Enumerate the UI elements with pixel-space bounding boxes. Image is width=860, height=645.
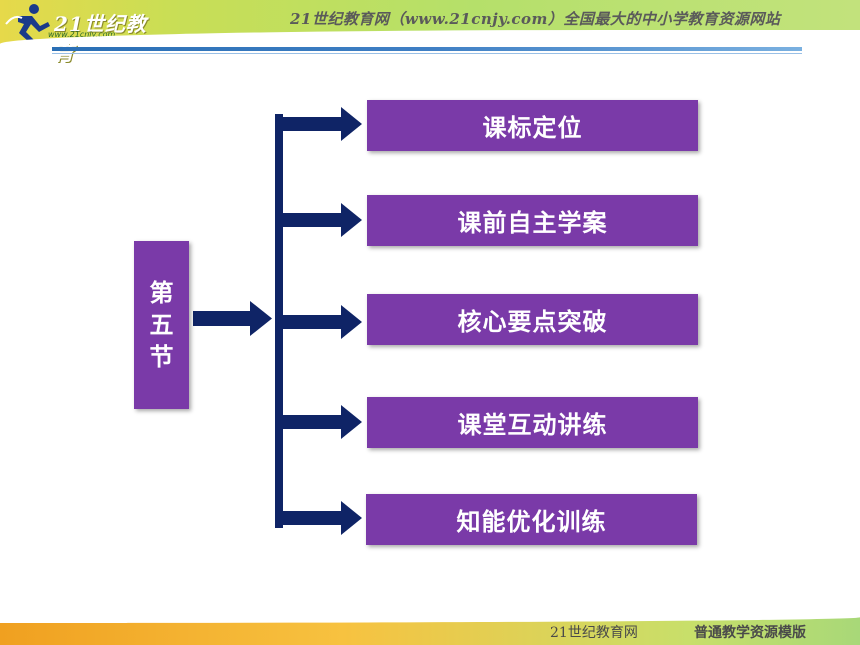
logo-url: www.21cnjy.com [48,30,116,39]
footer-site-name[interactable]: 21世纪教育网 [550,625,638,641]
branch-arrow-icon [275,405,362,439]
footer-bar [0,617,860,645]
section-char: 第 [149,279,174,307]
branch-arrow-icon [275,501,362,535]
nav-button-optimization-exercises[interactable]: 知能优化训练 [366,494,697,545]
nav-button-classroom-practice[interactable]: 课堂互动讲练 [367,397,698,448]
section-char: 节 [149,343,174,371]
section-char: 五 [149,311,174,339]
banner-wave [0,30,860,44]
footer-wave [0,617,860,623]
nav-button-preview-study[interactable]: 课前自主学案 [367,195,698,246]
branch-arrow-icon [275,203,362,237]
site-tagline[interactable]: 21世纪教育网（www.21cnjy.com）全国最大的中小学教育资源网站 [290,10,781,28]
header-divider-thin [52,53,802,54]
nav-button-curriculum-standards[interactable]: 课标定位 [367,100,698,151]
main-arrow-icon [193,301,272,336]
running-figure-icon [5,4,50,42]
section-title-box: 第 五 节 [134,241,189,409]
header-divider [52,47,802,51]
nav-button-key-points[interactable]: 核心要点突破 [367,294,698,345]
top-banner: 21世纪教育 www.21cnjy.com 21世纪教育网（www.21cnjy… [0,0,860,65]
branch-arrow-icon [275,305,362,339]
footer-template-name: 普通教学资源模版 [694,625,806,641]
branch-arrow-icon [275,107,362,141]
